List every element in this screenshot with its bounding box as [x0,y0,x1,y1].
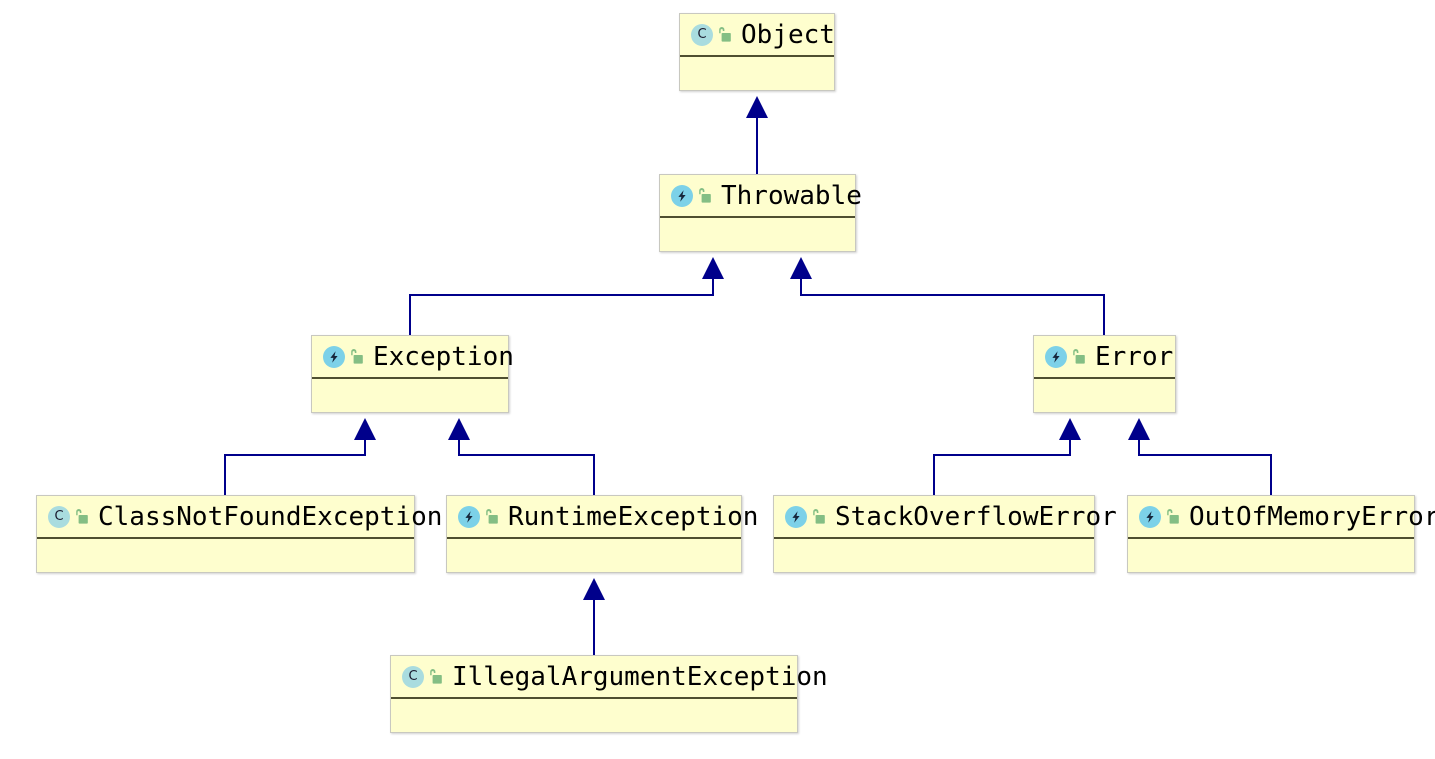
exception-bolt-icon [785,505,807,528]
exception-bolt-icon [1139,505,1161,528]
edge-outofmemory-to-error [1128,418,1272,495]
uml-class-members-illegal-argument-exception [391,699,797,732]
class-circle-c-icon: C [691,23,713,46]
generalization-arrowhead [354,418,376,440]
generalization-arrowhead [583,578,605,600]
uml-class-members-throwable [660,218,855,251]
uml-class-members-out-of-memory-error [1128,539,1414,572]
open-padlock-icon [716,26,732,43]
uml-class-header-exception: Exception [312,336,514,379]
edge-stackoverflow-to-error [933,418,1081,495]
uml-class-header-illegal-argument-exception: C IllegalArgumentException [391,656,828,699]
uml-class-class-not-found-exception[interactable]: C ClassNotFoundException [36,495,442,573]
open-padlock-icon [1164,508,1180,525]
uml-class-name-runtime-exception: RuntimeException [508,501,759,532]
uml-class-name-object: Object [741,19,835,50]
uml-class-name-error: Error [1095,341,1174,372]
uml-class-name-out-of-memory-error: OutOfMemoryError [1189,501,1435,532]
open-padlock-icon [348,348,364,365]
uml-class-object[interactable]: C Object [679,13,835,91]
uml-class-header-runtime-exception: RuntimeException [447,496,758,539]
uml-class-runtime-exception[interactable]: RuntimeException [446,495,758,573]
uml-class-name-illegal-argument-exception: IllegalArgumentException [452,661,828,692]
exception-bolt-icon [323,345,345,368]
uml-class-error[interactable]: Error [1033,335,1176,413]
uml-class-name-stack-overflow-error: StackOverflowError [835,501,1117,532]
uml-class-header-throwable: Throwable [660,175,862,218]
uml-class-name-exception: Exception [373,341,514,372]
uml-class-header-error: Error [1034,336,1175,379]
exception-bolt-icon [458,505,480,528]
open-padlock-icon [427,668,443,685]
edge-classnotfound-to-exception [224,418,376,495]
uml-class-header-out-of-memory-error: OutOfMemoryError [1128,496,1435,539]
generalization-arrowhead [1059,418,1081,440]
uml-class-members-exception [312,379,508,412]
edge-error-to-throwable [790,257,1105,335]
exception-bolt-icon [671,184,693,207]
uml-class-out-of-memory-error[interactable]: OutOfMemoryError [1127,495,1435,573]
open-padlock-icon [73,508,89,525]
uml-class-header-object: C Object [680,14,835,57]
uml-class-name-throwable: Throwable [721,180,862,211]
letter-c-glyph: C [54,509,64,524]
edge-illegalargument-to-runtime [583,578,605,655]
uml-class-stack-overflow-error[interactable]: StackOverflowError [773,495,1117,573]
open-padlock-icon [810,508,826,525]
open-padlock-icon [1070,348,1086,365]
generalization-arrowhead [702,257,724,279]
uml-class-members-error [1034,379,1175,412]
letter-c-glyph: C [697,27,707,42]
generalization-arrowhead [746,96,768,118]
open-padlock-icon [483,508,499,525]
class-circle-c-icon: C [48,505,70,528]
uml-class-members-object [680,57,834,90]
uml-class-throwable[interactable]: Throwable [659,174,862,252]
uml-class-members-stack-overflow-error [774,539,1094,572]
generalization-arrowhead [1128,418,1150,440]
generalization-arrowhead [448,418,470,440]
letter-c-glyph: C [408,669,418,684]
uml-class-members-runtime-exception [447,539,741,572]
uml-class-illegal-argument-exception[interactable]: C IllegalArgumentException [390,655,828,733]
uml-class-header-stack-overflow-error: StackOverflowError [774,496,1117,539]
edge-runtime-to-exception [448,418,595,495]
uml-class-header-class-not-found-exception: C ClassNotFoundException [37,496,442,539]
uml-class-name-class-not-found-exception: ClassNotFoundException [98,501,443,532]
open-padlock-icon [696,187,712,204]
edge-exception-to-throwable [409,257,724,335]
exception-bolt-icon [1045,345,1067,368]
class-circle-c-icon: C [402,665,424,688]
uml-class-members-class-not-found-exception [37,539,414,572]
edge-throwable-to-object [746,96,768,174]
uml-class-exception[interactable]: Exception [311,335,514,413]
generalization-arrowhead [790,257,812,279]
